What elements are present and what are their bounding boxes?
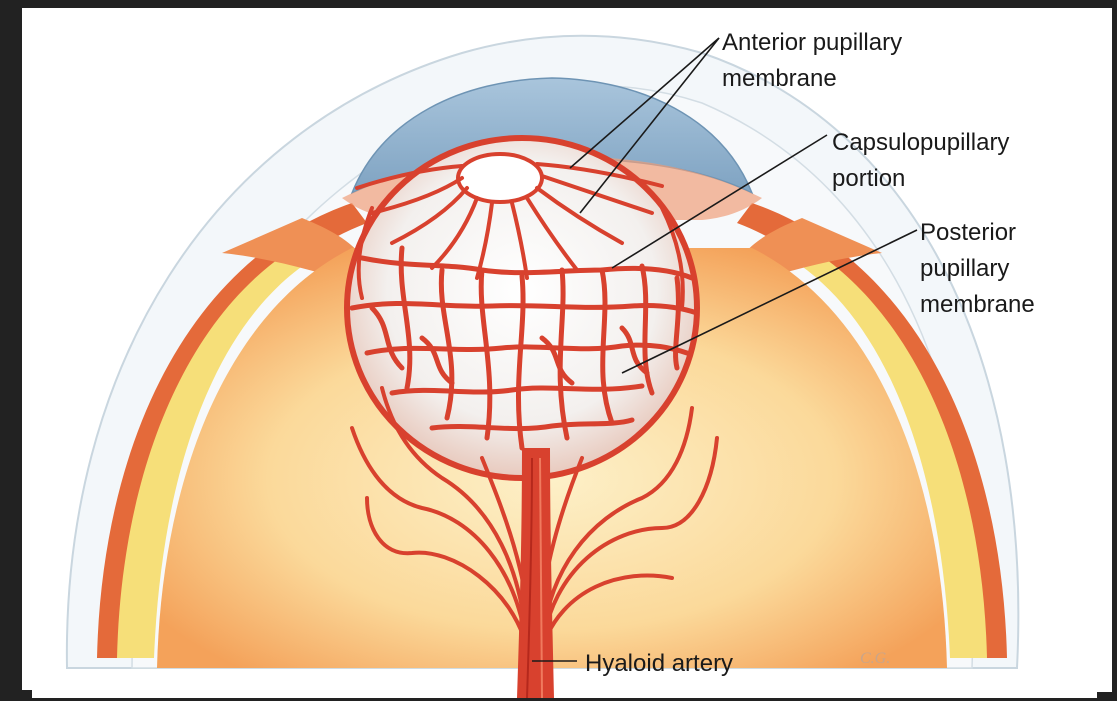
corner-artifact-left	[22, 690, 32, 698]
eye-illustration: C.G.	[22, 8, 1112, 698]
label-capsulo-line2: portion	[832, 164, 905, 194]
label-posterior-line3: membrane	[920, 290, 1035, 320]
diagram-panel: C.G. Anterior pupillary membrane Capsulo…	[22, 8, 1112, 698]
corner-artifact-right	[1097, 692, 1112, 698]
label-hyaloid: Hyaloid artery	[585, 649, 733, 679]
artist-signature: C.G.	[860, 650, 890, 667]
label-posterior-line2: pupillary	[920, 254, 1009, 284]
label-anterior-line1: Anterior pupillary	[722, 28, 902, 58]
label-anterior-line2: membrane	[722, 64, 837, 94]
label-capsulo-line1: Capsulopupillary	[832, 128, 1009, 158]
label-posterior-line1: Posterior	[920, 218, 1016, 248]
